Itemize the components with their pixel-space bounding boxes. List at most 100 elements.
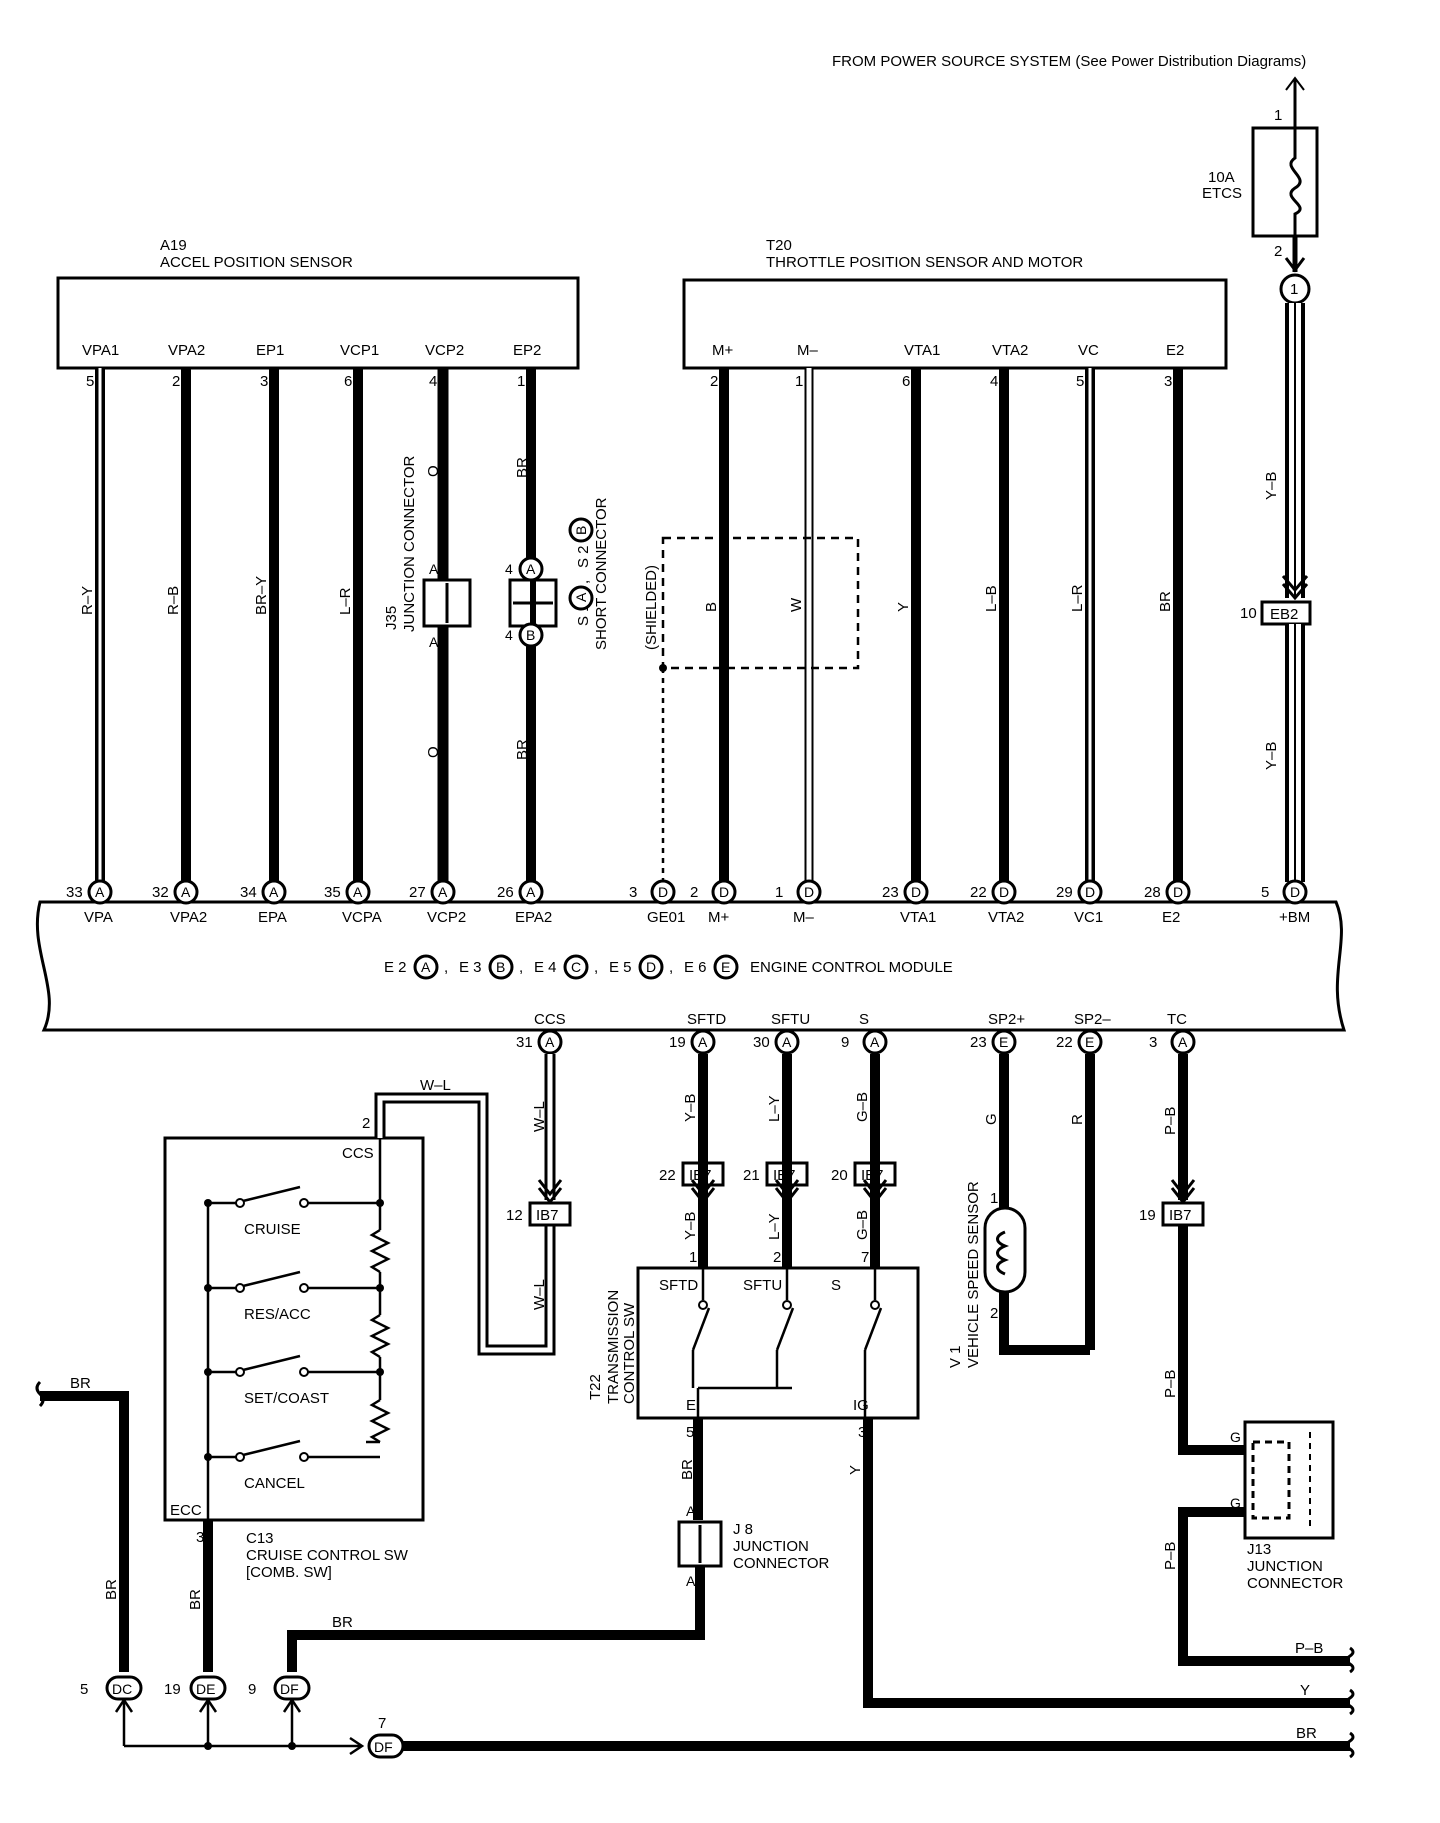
cruise-sw-rnode-1 <box>376 1284 384 1292</box>
wire-pb-tc-lower: P–B <box>1162 1370 1179 1398</box>
cruise-sw-contact-r-2 <box>299 1367 309 1377</box>
trans-wire-label-upper-2: G–B <box>854 1092 871 1122</box>
trans-wire-label-upper-1: L–Y <box>766 1095 783 1122</box>
ecm-top-term-8-letter: D <box>804 884 814 900</box>
j8-line1: JUNCTION <box>733 1538 809 1555</box>
throttle-pin-name-4: VC <box>1078 342 1099 359</box>
ecm-top-name-12: E2 <box>1162 909 1180 926</box>
cruise-sw-rnode-2 <box>376 1368 384 1376</box>
throttle-wire-label-5: BR <box>1157 591 1174 612</box>
ecm-conn-4-ring <box>713 954 739 980</box>
j35-pin-a-top: A <box>429 561 439 577</box>
bottom-conn-num-0: 5 <box>80 1681 88 1698</box>
ecm-conn-1-letter: B <box>496 959 505 975</box>
ecm-top-term-12-letter: D <box>1173 884 1183 900</box>
power-source-label: FROM POWER SOURCE SYSTEM (See Power Dist… <box>832 53 1306 70</box>
accel-pin-num-3: 6 <box>344 373 352 390</box>
ecm-top-name-3: VCPA <box>342 909 382 926</box>
ib7-label-0: IB7 <box>536 1207 559 1224</box>
eb2-num: 10 <box>1240 605 1257 622</box>
wire-o-upper: O <box>425 465 442 477</box>
trans-pin-0: 1 <box>689 1249 697 1266</box>
ecm-conn-pre-4: E 6 <box>684 959 707 976</box>
accel-pin-num-1: 2 <box>172 373 180 390</box>
cruise-sw-blade-1 <box>242 1270 301 1288</box>
trans-blade-2 <box>863 1307 883 1351</box>
j35-pin-a-bottom: A <box>429 634 439 650</box>
cruise-sw-sub: [COMB. SW] <box>246 1564 332 1581</box>
connector-1-label: 1 <box>1290 281 1298 298</box>
ecm-conn-3-letter: D <box>646 959 656 975</box>
throttle-wire-label-0: B <box>703 602 720 612</box>
cruise-sw-blade-3 <box>242 1439 301 1457</box>
bottom-conn-num-1: 19 <box>164 1681 181 1698</box>
j13-id: J13 <box>1247 1541 1271 1558</box>
speed-sensor-name: VEHICLE SPEED SENSOR <box>965 1181 982 1368</box>
ecm-bot-name-3: S <box>859 1011 869 1028</box>
wire-br-j8: BR <box>332 1614 353 1631</box>
ecm-bot-term-5-ring <box>1077 1029 1103 1055</box>
ecm-conn-1-ring <box>488 954 514 980</box>
trans-term-2: S <box>831 1277 841 1294</box>
j13-pin-g-top: G <box>1230 1429 1241 1445</box>
ecm-bot-term-3-ring <box>862 1029 888 1055</box>
trans-term-0: SFTD <box>659 1277 698 1294</box>
ecm-top-num-13: 5 <box>1261 884 1269 901</box>
accel-wire-label-3: L–R <box>337 587 354 615</box>
cruise-sw-contact-l-0 <box>235 1198 245 1208</box>
bottom-conn-num-3: 7 <box>378 1715 386 1732</box>
cruise-sw-id: C13 <box>246 1530 274 1547</box>
ecm-top-name-1: VPA2 <box>170 909 207 926</box>
throttle-wire-label-2: Y <box>895 602 912 612</box>
fuse-icon <box>1289 128 1302 236</box>
trans-wire-label-lower-2: G–B <box>854 1210 871 1240</box>
j13-pin-g-bottom: G <box>1230 1495 1241 1511</box>
j35-id: J35 <box>383 606 400 630</box>
ecm-bot-term-4-letter: E <box>999 1034 1008 1050</box>
bottom-splice <box>114 1697 365 1756</box>
ecm-top-name-6: GE01 <box>647 909 685 926</box>
cruise-sw-label-1: RES/ACC <box>244 1306 311 1323</box>
ecm-top-num-9: 23 <box>882 884 899 901</box>
ib7-label-4: IB7 <box>1169 1207 1192 1224</box>
trans-term-1: SFTU <box>743 1277 782 1294</box>
wire-o-lower: O <box>425 746 442 758</box>
short-pin-top: 4 <box>505 561 513 577</box>
trans-ig-term: IG <box>853 1397 869 1414</box>
j8-pin-a-top: A <box>686 1503 696 1519</box>
cruise-bot-term: ECC <box>170 1502 202 1519</box>
accel-pin-num-4: 4 <box>429 373 437 390</box>
cruise-sw-contact-l-1 <box>235 1283 245 1293</box>
throttle-sensor-name: THROTTLE POSITION SENSOR AND MOTOR <box>766 254 1083 271</box>
throttle-pin-num-5: 3 <box>1164 373 1172 390</box>
speed-sensor-id: V 1 <box>947 1345 964 1368</box>
ecm-conn-4-letter: E <box>721 959 730 975</box>
accel-pin-name-3: VCP1 <box>340 342 379 359</box>
ecm-top-num-10: 22 <box>970 884 987 901</box>
cruise-sw-contact-r-3 <box>299 1452 309 1462</box>
accel-pin-name-1: VPA2 <box>168 342 205 359</box>
ecm-top-term-6-ring <box>650 879 676 905</box>
ecm-bot-name-1: SFTD <box>687 1011 726 1028</box>
accel-sensor-pins: VPA15R–YVPA22R–BEP13BR–YVCP16L–RVCP24EP2… <box>79 342 541 882</box>
fuse-rating: 10A <box>1208 169 1235 186</box>
trans-wire-label-lower-0: Y–B <box>682 1212 699 1240</box>
ecm-conn-pre-2: E 4 <box>534 959 557 976</box>
ecm-bot-term-4-ring <box>991 1029 1017 1055</box>
ecm-top-num-7: 2 <box>690 884 698 901</box>
accel-pin-num-0: 5 <box>86 373 94 390</box>
cruise-sw-name: CRUISE CONTROL SW <box>246 1547 409 1564</box>
ecm-top-term-4-ring <box>430 879 456 905</box>
ecm-conn-pre-1: E 3 <box>459 959 482 976</box>
ecm-bot-name-6: TC <box>1167 1011 1187 1028</box>
throttle-pin-num-1: 1 <box>795 373 803 390</box>
ecm-top-term-4-letter: A <box>438 884 448 900</box>
ecm-top-num-12: 28 <box>1144 884 1161 901</box>
cruise-sw-label-0: CRUISE <box>244 1221 301 1238</box>
ecm-top-term-3-ring <box>345 879 371 905</box>
ecm-top-name-5: EPA2 <box>515 909 552 926</box>
fuse-pin-out: 2 <box>1274 243 1282 260</box>
